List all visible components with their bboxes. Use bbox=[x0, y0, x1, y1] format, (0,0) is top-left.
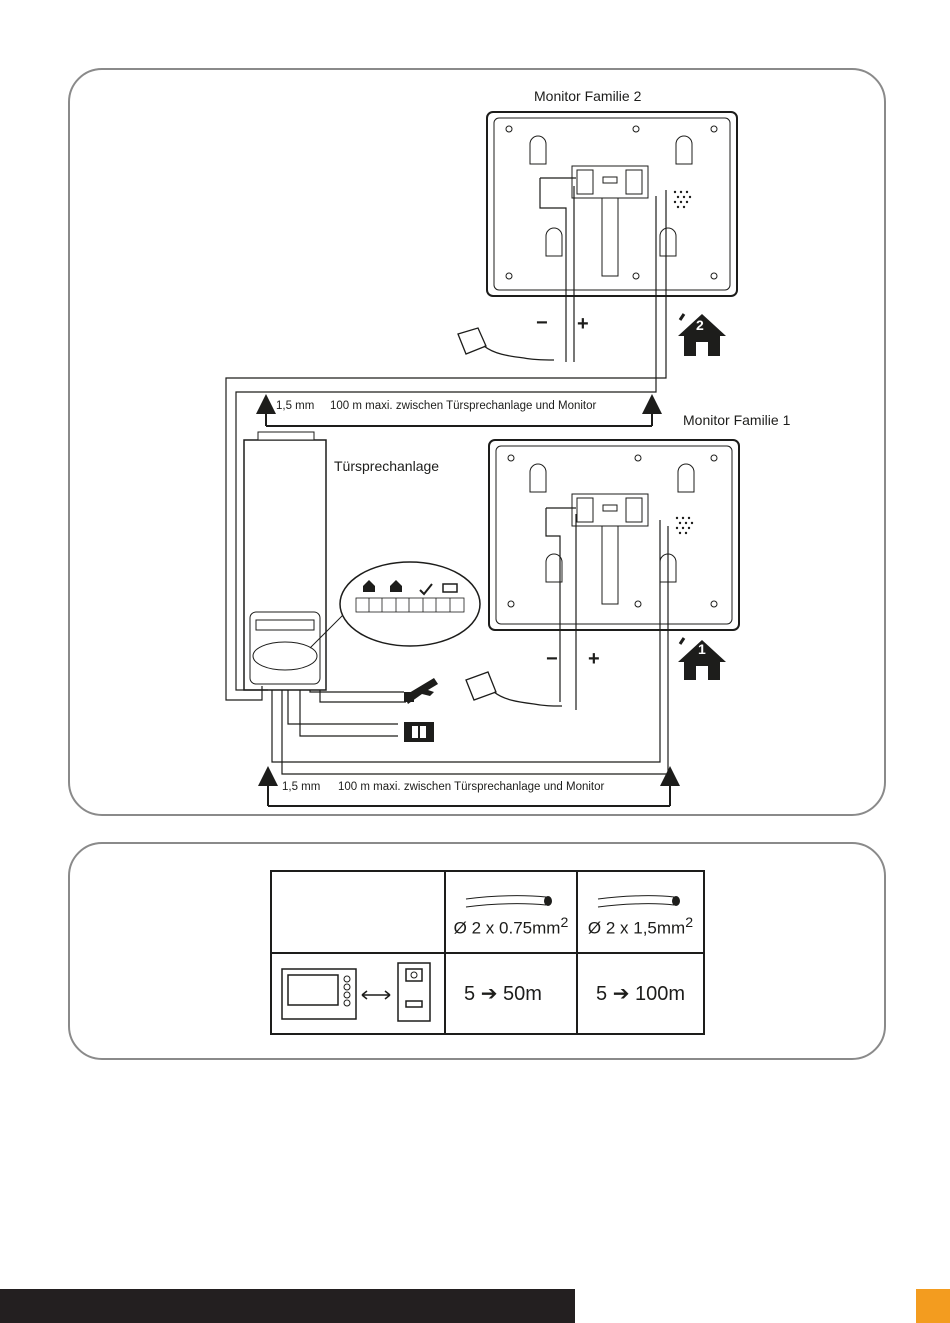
col2-header-text: Ø 2 x 1,5mm bbox=[588, 919, 685, 938]
footer-accent bbox=[916, 1289, 950, 1323]
terminal-zoom bbox=[340, 562, 480, 646]
monitor-1-label: Monitor Familie 1 bbox=[683, 412, 790, 428]
minus-sign-1: − bbox=[546, 648, 558, 671]
monitor-doorstation-icon bbox=[272, 955, 444, 1033]
col2-header: Ø 2 x 1,5mm2 bbox=[577, 871, 704, 953]
key-icon bbox=[404, 678, 438, 704]
col1-to: 50m bbox=[503, 983, 542, 1005]
cable-gauge-bottom: 1,5 mm bbox=[282, 781, 320, 793]
cable-15-icon bbox=[578, 885, 703, 915]
monitor-familie-1 bbox=[489, 440, 739, 630]
col2-to: 100m bbox=[635, 983, 685, 1005]
minus-sign-2: − bbox=[536, 312, 548, 335]
door-station-label: Türsprechanlage bbox=[334, 458, 439, 474]
col1-from: 5 bbox=[464, 983, 475, 1005]
col2-from: 5 bbox=[596, 983, 607, 1005]
house-1-number: 1 bbox=[698, 641, 706, 657]
cable-075-icon bbox=[446, 885, 576, 915]
arrow-icon: ➔ bbox=[613, 983, 630, 1005]
door-station bbox=[244, 432, 348, 690]
arrow-icon: ➔ bbox=[481, 983, 498, 1005]
col2-value: 5 ➔ 100m bbox=[577, 953, 704, 1034]
plus-sign-1: + bbox=[588, 648, 600, 671]
col2-header-sup: 2 bbox=[685, 915, 693, 931]
col1-header-text: Ø 2 x 0.75mm bbox=[454, 919, 561, 938]
col1-value: 5 ➔ 50m bbox=[445, 953, 577, 1034]
monitor-familie-2 bbox=[487, 112, 737, 296]
col1-header-sup: 2 bbox=[560, 915, 568, 931]
cable-table: Ø 2 x 0.75mm2 Ø 2 x 1,5mm2 bbox=[270, 870, 705, 1035]
power-adapter-1 bbox=[466, 672, 562, 706]
cable-gauge-top: 1,5 mm bbox=[276, 400, 314, 412]
plus-sign-2: + bbox=[577, 313, 589, 336]
table-corner-cell bbox=[271, 871, 445, 953]
gate-icon bbox=[404, 722, 434, 742]
monitor-2-label: Monitor Familie 2 bbox=[534, 88, 641, 104]
house-2-number: 2 bbox=[696, 317, 704, 333]
system-illustration-cell bbox=[271, 953, 445, 1034]
distance-label-top: 100 m maxi. zwischen Türsprechanlage und… bbox=[330, 400, 596, 412]
distance-label-bottom: 100 m maxi. zwischen Türsprechanlage und… bbox=[338, 781, 604, 793]
footer-bar bbox=[0, 1289, 575, 1323]
col1-header: Ø 2 x 0.75mm2 bbox=[445, 871, 577, 953]
